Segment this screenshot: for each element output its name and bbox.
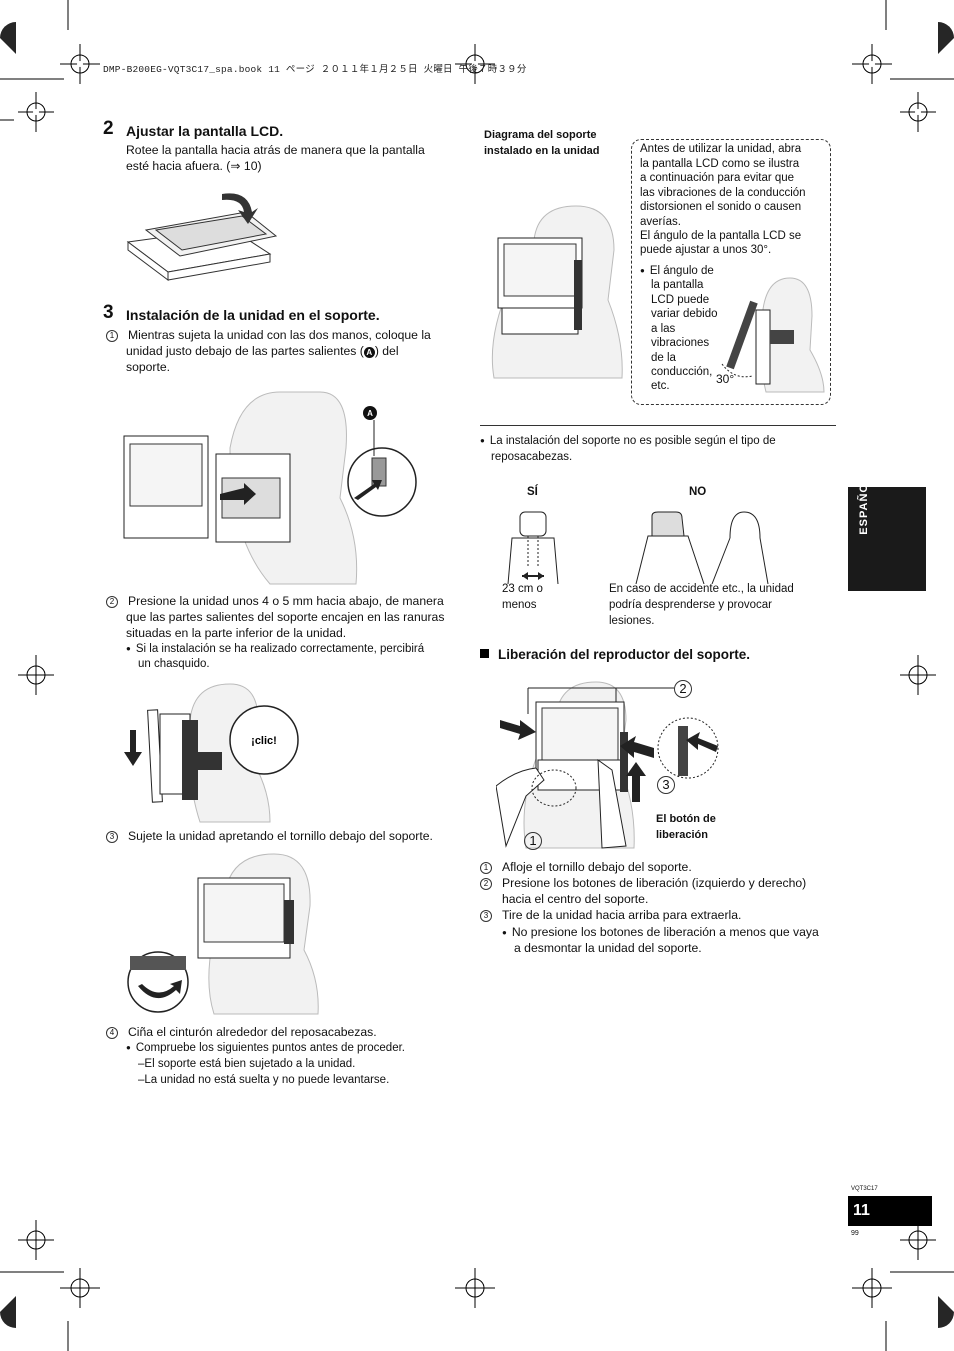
step-3-title: Instalación de la unidad en el soporte.	[126, 307, 380, 323]
step-2-text-1: Rotee la pantalla hacia atrás de manera …	[126, 143, 425, 157]
callout-1: 1	[524, 832, 542, 850]
callout-2: 2	[674, 680, 692, 698]
release-step-3-bullet-2: a desmontar la unidad del soporte.	[514, 941, 702, 955]
box-line-1: Antes de utilizar la unidad, abra	[640, 143, 802, 155]
diagram-title-2: instalado en la unidad	[484, 145, 600, 157]
mount-insert-illustration: A	[123, 391, 417, 585]
box-bullet-7: de la	[651, 352, 676, 364]
dist-line-1: 23 cm o	[502, 583, 543, 595]
step-3-item-1-line-3: soporte.	[126, 360, 171, 374]
clic-label: ¡clic!	[251, 735, 277, 747]
box-line-6: averías.	[640, 216, 681, 228]
release-step-3-bullet-1: No presione los botones de liberación a …	[502, 924, 819, 941]
headrest-types-illustration	[507, 511, 769, 584]
warn-line-3: lesiones.	[609, 615, 655, 627]
step-3-item-2-bullet-1: Si la instalación se ha realizado correc…	[126, 642, 424, 657]
tighten-screw-illustration	[127, 853, 319, 1015]
release-step-2-line-2: hacia el centro del soporte.	[502, 892, 649, 906]
box-line-7: El ángulo de la pantalla LCD se	[640, 230, 802, 242]
release-button-label-2: liberación	[656, 829, 708, 841]
box-line-8: puede ajustar a unos 30°.	[640, 244, 772, 256]
angle-label: 30°	[716, 372, 735, 386]
lcd-rotate-illustration	[126, 193, 278, 281]
installed-diagram-illustration	[491, 205, 623, 379]
release-button-label-1: El botón de	[656, 813, 716, 825]
warn-line-2: podría desprenderse y provocar	[609, 599, 773, 611]
step-2-text-2: esté hacia afuera. (⇒ 10)	[126, 159, 262, 173]
yes-label: SÍ	[527, 486, 538, 498]
box-bullet-1: El ángulo de	[640, 264, 714, 279]
warn-line-1: En caso de accidente etc., la unidad	[609, 583, 794, 595]
box-bullet-6: vibraciones	[651, 337, 710, 349]
caution-box	[631, 139, 831, 405]
page-number-box: 11	[848, 1196, 932, 1226]
release-illustration	[496, 681, 719, 849]
box-bullet-2: la pantalla	[651, 279, 704, 291]
dist-line-2: menos	[502, 599, 537, 611]
step-3-item-4-bullet: Compruebe los siguientes puntos antes de…	[126, 1041, 405, 1056]
no-label: NO	[689, 486, 707, 498]
footer-code: VQT3C17	[851, 1186, 878, 1192]
step-3-item-2-bullet-2: un chasquido.	[138, 658, 210, 670]
box-bullet-4: variar debido	[651, 308, 718, 320]
step-3-item-2-line-3: situadas en la parte inferior de la unid…	[126, 626, 347, 640]
note-line-2: reposacabezas.	[491, 451, 573, 463]
step-3-item-4-dash-2: –La unidad no está suelta y no puede lev…	[138, 1074, 390, 1086]
click-install-illustration: ¡clic!	[124, 683, 299, 823]
diagram-title-1: Diagrama del soporte	[484, 129, 597, 141]
marker-a-label: A	[367, 409, 373, 418]
step-3-item-4-dash-1: –El soporte está bien sujetado a la unid…	[138, 1058, 356, 1070]
box-line-3: a continuación para evitar que	[640, 172, 795, 184]
step-2-title: Ajustar la pantalla LCD.	[126, 123, 284, 139]
box-bullet-8: conducción,	[651, 366, 713, 378]
angle-illustration	[721, 277, 825, 393]
note-line-1: La instalación del soporte no es posible…	[480, 434, 776, 449]
box-bullet-3: LCD puede	[651, 294, 710, 306]
step-2-number: 2	[103, 118, 114, 139]
callout-3: 3	[657, 776, 675, 794]
release-title: Liberación del reproductor del soporte.	[480, 647, 750, 662]
box-line-4: las vibraciones de la conducción	[640, 187, 806, 199]
step-3-item-2-line-2: que las partes salientes del soporte enc…	[126, 610, 445, 624]
box-bullet-5: a las	[651, 323, 676, 335]
box-line-2: la pantalla LCD como se ilustra	[640, 158, 800, 170]
box-line-5: distorsionen el sonido o causen	[640, 201, 802, 213]
step-3-item-1-line-2: unidad justo debajo de las partes salien…	[126, 344, 399, 358]
step-3-number: 3	[103, 302, 114, 323]
divider	[480, 425, 836, 426]
language-tab: ESPAÑOL	[848, 475, 926, 591]
footer-number: 99	[851, 1230, 859, 1237]
file-header: DMP-B200EG-VQT3C17_spa.book 11 ページ ２０１１年…	[103, 64, 527, 75]
box-bullet-9: etc.	[651, 380, 670, 392]
